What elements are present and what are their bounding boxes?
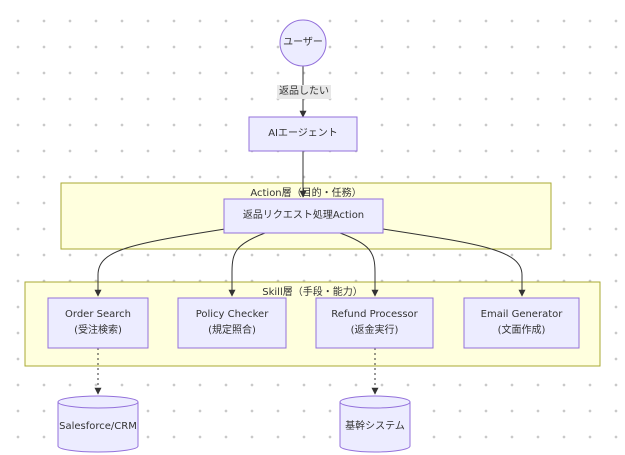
edge-action-to-order-search [94, 228, 226, 297]
database-crm-label: Salesforce/CRM [59, 421, 137, 432]
agent-node-label: AIエージェント [268, 128, 338, 139]
action-layer-title: Action層（目的・任務） [250, 188, 362, 199]
user-node-label: ユーザー [283, 37, 323, 48]
edge-action-to-refund-processor [339, 232, 379, 297]
skill-name: Refund Processor [331, 309, 418, 320]
skill-node-policy-checker [177, 297, 287, 349]
action-node-label: 返品リクエスト処理Action [242, 210, 365, 221]
agent-node [248, 116, 358, 152]
database-core-system [339, 395, 411, 453]
skill-name: Email Generator [480, 309, 563, 320]
database-core-system-label: 基幹システム [345, 421, 405, 432]
skill-node-email-generator [463, 297, 580, 349]
user-node [279, 19, 327, 67]
edge-label-return-request: 返品したい [277, 85, 331, 99]
skill-name: Order Search [65, 309, 131, 320]
skill-label-policy-checker: Policy Checker (規定照合) [178, 298, 286, 348]
action-node [223, 198, 384, 234]
skill-subtitle: (受注検索) [74, 325, 122, 336]
skill-layer-title: Skill層（手段・能力） [262, 287, 363, 298]
skill-label-refund-processor: Refund Processor (返金実行) [316, 298, 433, 348]
skill-subtitle: (返金実行) [350, 325, 399, 336]
edge-action-to-email-generator [382, 228, 526, 297]
database-crm [57, 395, 139, 453]
skill-subtitle: (規定照合) [208, 325, 256, 336]
skill-name: Policy Checker [195, 309, 269, 320]
skill-label-email-generator: Email Generator (文面作成) [464, 298, 579, 348]
skill-node-refund-processor [315, 297, 434, 349]
skill-label-order-search: Order Search (受注検索) [48, 298, 148, 348]
edge-action-to-policy-checker [228, 232, 266, 297]
skill-subtitle: (文面作成) [497, 325, 546, 336]
skill-node-order-search [47, 297, 149, 349]
